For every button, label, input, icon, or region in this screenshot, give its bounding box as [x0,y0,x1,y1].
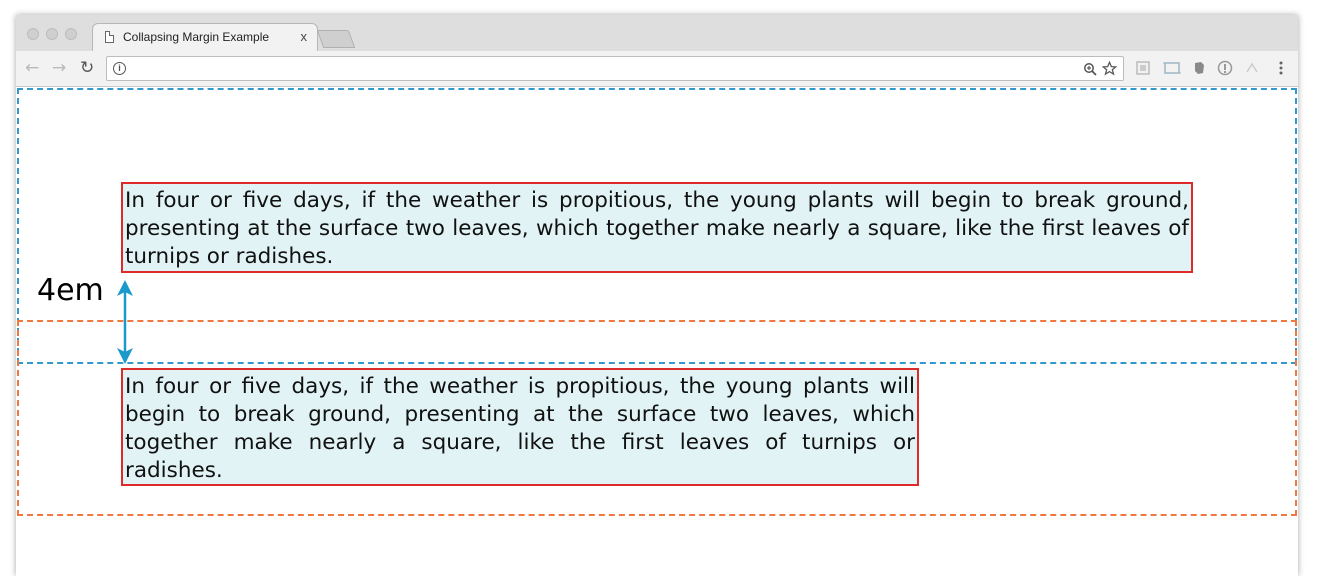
minimize-window-button[interactable] [46,28,58,40]
tab-title: Collapsing Margin Example [123,30,270,44]
margin-size-label: 4em [37,273,104,308]
reload-button[interactable]: ↻ [80,58,95,78]
double-arrow-icon [117,280,133,364]
second-paragraph: In four or five days, if the weather is … [121,368,919,486]
new-tab-button[interactable] [316,30,356,48]
page-icon [105,31,114,43]
extension-icon[interactable] [1135,60,1151,76]
evernote-icon[interactable] [1191,60,1207,76]
outer-container-outline [17,88,1297,364]
back-button[interactable]: ← [25,58,40,78]
extension-icon[interactable] [1163,60,1181,76]
tab-close-icon[interactable]: x [300,29,308,44]
info-icon[interactable]: i [113,62,126,75]
zoom-icon[interactable] [1083,62,1097,76]
tab-bar: Collapsing Margin Example x [16,15,1298,51]
page-viewport: In four or five days, if the weather is … [16,87,1298,576]
extension-icon[interactable] [1244,60,1260,76]
maximize-window-button[interactable] [65,28,77,40]
address-bar[interactable]: i [106,56,1124,81]
browser-toolbar: ← → ↻ i [16,51,1298,87]
close-window-button[interactable] [27,28,39,40]
browser-window: Collapsing Margin Example x ← → ↻ i [16,15,1298,576]
tab-collapsing-margin[interactable]: Collapsing Margin Example x [92,23,318,51]
second-container-outline [17,320,1297,516]
menu-icon[interactable] [1273,60,1289,76]
first-paragraph: In four or five days, if the weather is … [121,182,1193,273]
forward-button[interactable]: → [52,58,67,78]
star-icon[interactable] [1102,61,1117,76]
info-icon[interactable] [1217,60,1233,76]
